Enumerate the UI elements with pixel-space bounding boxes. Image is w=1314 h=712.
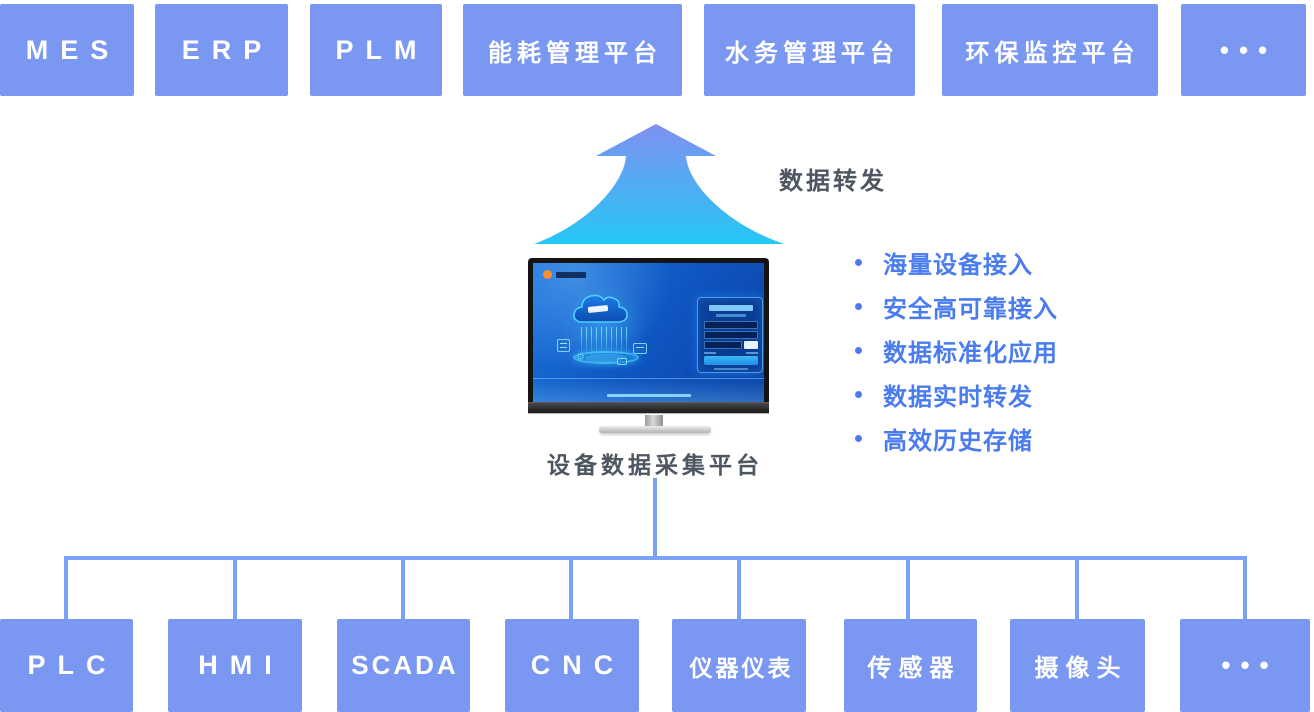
bottom-box-cnc-label: CNC — [530, 650, 626, 680]
server-icon-line — [560, 347, 567, 348]
monitor-screen: ⚙ — [533, 263, 764, 402]
monitor-stand-base — [599, 426, 711, 433]
top-box-environment-label: 环保监控平台 — [965, 39, 1140, 67]
top-box-water-platform: 水务管理平台 — [704, 4, 915, 96]
feature-text: 海量设备接入 — [883, 251, 1033, 279]
connector-stem — [653, 478, 657, 560]
ellipsis-dots-icon: ••• — [1221, 650, 1279, 680]
platform-ring-inner — [585, 354, 627, 362]
feature-list: 海量设备接入 安全高可靠接入 数据标准化应用 数据实时转发 高效历史存储 — [855, 240, 1058, 460]
feature-item: 数据标准化应用 — [855, 328, 1058, 372]
login-title-text — [709, 305, 753, 311]
feature-item: 安全高可靠接入 — [855, 284, 1058, 328]
connector-drop-camera — [1075, 556, 1079, 620]
bullet-dot-icon — [855, 302, 862, 310]
login-subtitle-text — [716, 314, 746, 317]
bottom-box-sensor: 传感器 — [844, 619, 977, 712]
captcha-field — [704, 341, 742, 349]
bullet-dot-icon — [855, 258, 862, 266]
login-panel — [697, 297, 763, 373]
top-box-more: ••• — [1181, 4, 1306, 96]
feature-item: 海量设备接入 — [855, 240, 1058, 284]
feature-text: 安全高可靠接入 — [883, 295, 1058, 323]
server-icon-line — [560, 343, 567, 344]
screen-logo-text — [556, 272, 586, 278]
bottom-box-camera-label: 摄像头 — [1034, 655, 1128, 682]
feature-item: 数据实时转发 — [855, 372, 1058, 416]
data-forward-label: 数据转发 — [779, 168, 887, 195]
login-link — [704, 352, 716, 354]
monitor-frame: ⚙ — [528, 258, 769, 402]
feature-text: 数据标准化应用 — [883, 339, 1058, 367]
bottom-box-plc-label: PLC — [27, 650, 118, 680]
top-box-energy-platform: 能耗管理平台 — [463, 4, 682, 96]
bottom-box-camera: 摄像头 — [1010, 619, 1145, 712]
connector-drop-instrument — [737, 556, 741, 620]
top-box-water-label: 水务管理平台 — [725, 39, 899, 67]
monitor-stand-neck — [645, 415, 663, 428]
bullet-dot-icon — [855, 390, 862, 398]
connector-drop-cnc — [569, 556, 573, 620]
bottom-box-more: ••• — [1180, 619, 1310, 712]
monitor-bezel — [528, 402, 769, 414]
bottom-box-cnc: CNC — [505, 619, 639, 712]
connector-drop-scada — [401, 556, 405, 620]
login-button — [704, 356, 758, 365]
bottom-box-instrument-label: 仪器仪表 — [689, 654, 794, 681]
password-field — [704, 331, 758, 339]
top-box-environment-platform: 环保监控平台 — [942, 4, 1158, 96]
top-box-plm-label: PLM — [335, 34, 429, 65]
feature-text: 高效历史存储 — [883, 427, 1033, 455]
captcha-image — [744, 341, 758, 349]
feature-text: 数据实时转发 — [883, 383, 1033, 411]
connector-drop-hmi — [233, 556, 237, 620]
bottom-box-hmi: HMI — [168, 619, 302, 712]
device-icon — [633, 343, 647, 354]
top-box-erp: ERP — [155, 4, 288, 96]
bottom-box-instrument: 仪器仪表 — [672, 619, 806, 712]
top-box-plm: PLM — [310, 4, 442, 96]
screen-logo-icon — [543, 270, 552, 279]
upward-arrow — [534, 124, 784, 244]
bottom-box-plc: PLC — [0, 619, 133, 712]
top-box-erp-label: ERP — [181, 34, 274, 65]
monitor-illustration: ⚙ — [528, 258, 769, 433]
bullet-dot-icon — [855, 346, 862, 354]
bullet-dot-icon — [855, 434, 862, 442]
ellipsis-dots-icon: ••• — [1219, 34, 1278, 65]
top-box-mes-label: MES — [25, 34, 121, 65]
bottom-box-scada: SCADA — [337, 619, 470, 712]
folder-icon — [617, 358, 627, 365]
cloud-icon — [573, 294, 628, 323]
bottom-box-scada-label: SCADA — [351, 650, 459, 680]
server-icon — [557, 339, 570, 352]
top-box-mes: MES — [0, 4, 134, 96]
device-icon-line — [636, 347, 644, 348]
screen-bottom-band — [533, 378, 764, 402]
login-footer-text — [714, 368, 748, 370]
connector-drop-more — [1243, 556, 1247, 620]
platform-caption: 设备数据采集平台 — [547, 452, 763, 478]
copyright-text — [607, 394, 691, 397]
connector-horizontal — [64, 556, 1247, 560]
top-box-energy-label: 能耗管理平台 — [488, 39, 662, 67]
login-link — [746, 352, 758, 354]
platform-ring-icon — [573, 351, 639, 364]
connector-drop-plc — [64, 556, 68, 620]
connector-drop-sensor — [906, 556, 910, 620]
feature-item: 高效历史存储 — [855, 416, 1058, 460]
gear-icon: ⚙ — [576, 352, 585, 363]
bottom-box-sensor-label: 传感器 — [867, 655, 961, 682]
bottom-box-hmi-label: HMI — [198, 650, 284, 680]
username-field — [704, 321, 758, 329]
